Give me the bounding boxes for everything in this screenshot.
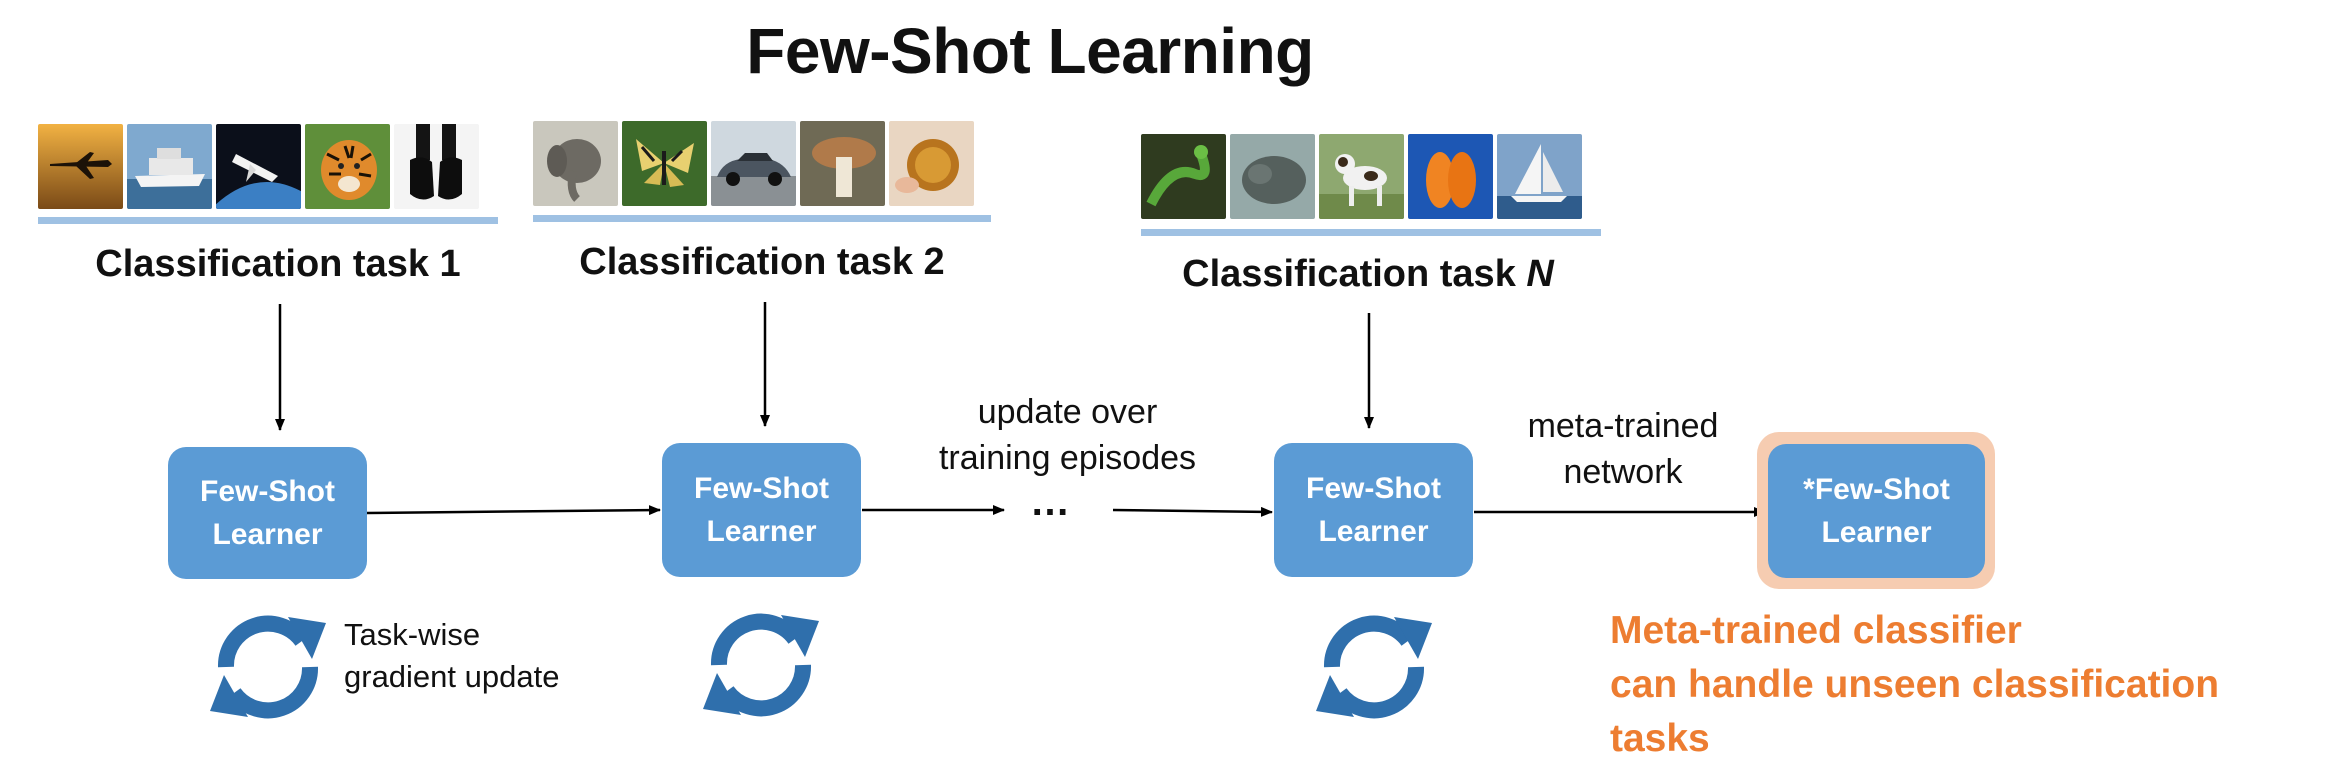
car-image: [711, 121, 796, 206]
meta-learner-line1: *Few-Shot: [1803, 472, 1950, 506]
task-2-image-row: [533, 121, 974, 206]
gradient-update-note: Task-wise gradient update: [344, 614, 559, 698]
task-1-image-row: [38, 124, 479, 209]
task-n-label: Classification task N: [1128, 253, 1608, 296]
dog-image: [1319, 134, 1404, 219]
refresh-icon: [210, 615, 326, 719]
task-1-label: Classification task 1: [95, 243, 461, 285]
tiger-image: [305, 124, 390, 209]
conclusion-line1: Meta-trained classifier: [1610, 609, 2022, 652]
meta-learner-line2: Learner: [1821, 516, 1932, 549]
conclusion-line2: can handle unseen classification tasks: [1610, 662, 2220, 760]
learner-n-line2: Learner: [1318, 515, 1429, 548]
episodes-to-learner-n-arrow: [1112, 506, 1273, 517]
shoes-image: [394, 124, 479, 209]
meta-note-line2: network: [1563, 452, 1683, 491]
learner-1-to-2-arrow: [366, 505, 661, 516]
task-n-underline: [1141, 229, 1601, 236]
episodes-ellipsis: …: [1030, 480, 1076, 524]
refresh-icon: [1316, 615, 1432, 719]
learner-1-line1: Few-Shot: [200, 474, 335, 508]
meta-note-line1: meta-trained: [1527, 407, 1719, 445]
task-n-image-row: [1141, 134, 1582, 219]
gradient-note-line2: gradient update: [344, 658, 560, 694]
learner-n-line1: Few-Shot: [1306, 471, 1441, 505]
orange-slices-image: [1408, 134, 1493, 219]
diagram-title: Few-Shot Learning: [746, 15, 1314, 87]
episodes-note-line2: training episodes: [938, 438, 1197, 477]
learner-2-line1: Few-Shot: [694, 471, 829, 505]
ship-image: [127, 124, 212, 209]
task-1-underline: [38, 217, 498, 224]
space-shuttle-image: [216, 124, 301, 209]
butterfly-image: [622, 121, 707, 206]
task-2-label: Classification task 2: [579, 241, 945, 283]
bowl-image: [889, 121, 974, 206]
episodes-note: update over training episodes: [900, 390, 1235, 482]
learner-2-line2: Learner: [706, 515, 817, 548]
manatee-image: [1230, 134, 1315, 219]
conclusion-text: Meta-trained classifier can handle unsee…: [1610, 604, 2325, 765]
episodes-note-line1: update over: [977, 393, 1158, 431]
sailboat-image: [1497, 134, 1582, 219]
learner-1-line2: Learner: [212, 518, 323, 551]
refresh-icon: [703, 613, 819, 717]
mushroom-image: [800, 121, 885, 206]
task-n-label-suffix: N: [1526, 253, 1554, 295]
snake-image: [1141, 134, 1226, 219]
elephant-image: [533, 121, 618, 206]
task-2-underline: [533, 215, 991, 222]
task-n-label-prefix: Classification task: [1182, 253, 1527, 295]
gradient-note-line1: Task-wise: [344, 617, 481, 652]
airplane-image: [38, 124, 123, 209]
meta-trained-network-note: meta-trained network: [1488, 404, 1758, 496]
